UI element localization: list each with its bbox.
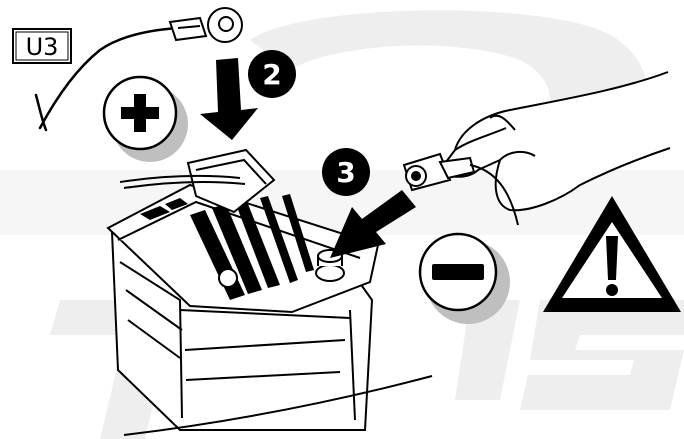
plus-circle-icon (104, 77, 188, 162)
step-3-badge: 3 (322, 148, 370, 196)
step-2-number: 2 (262, 58, 281, 91)
minus-circle-icon (420, 234, 510, 324)
step-code-text: U3 (26, 33, 59, 61)
step-2-badge: 2 (248, 50, 296, 98)
step-code-label: U3 (13, 29, 71, 63)
step-3-number: 3 (336, 156, 355, 189)
ring-terminal-icon (170, 8, 242, 42)
